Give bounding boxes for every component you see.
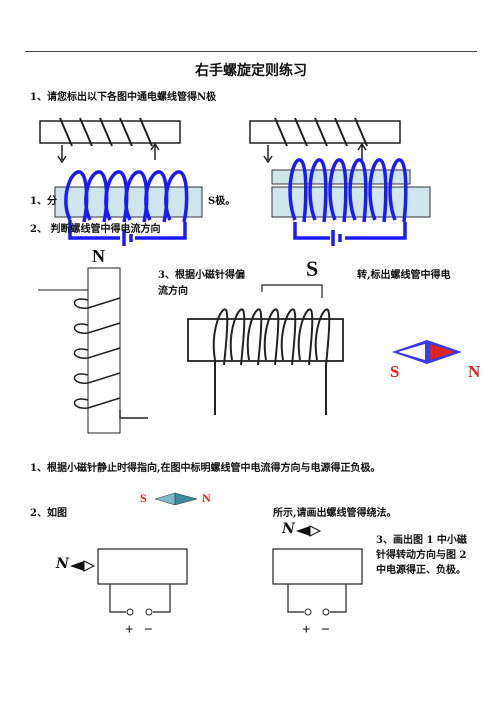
compass-n-right: N (282, 521, 295, 537)
row-label-right: S极。 (208, 196, 236, 207)
part3-question-2-left: 2、如图 (30, 508, 67, 519)
minus-left: − (144, 622, 153, 638)
pole-label-s: S (306, 256, 319, 281)
plus-left: + (125, 622, 134, 638)
compass-label-s: S (390, 362, 400, 381)
part3-question-1: 1、根据小磁针静止时得指向,在图中标明螺线管中电流得方向与电源得正负极。 (30, 463, 381, 474)
header-rule (25, 51, 477, 52)
question-3-line2: 流方向 (158, 286, 188, 297)
part3-question-2-right: 所示,请画出螺线管得绕法。 (273, 508, 397, 519)
question-2-text: 2、 判断螺线管中得电流方向 (30, 224, 161, 235)
question-1-text: 1、请您标出以下各图中通电螺线管得N极 (30, 92, 217, 103)
plus-right: + (302, 622, 311, 638)
minus-right: − (321, 622, 330, 638)
question-3-line1: 3、根据小磁针得偏 (158, 270, 245, 281)
small-compass-s: S (140, 491, 147, 505)
compass-n-left: N (56, 556, 69, 572)
part3-question-3: 3、画出图 1 中小磁针得转动方向与图 2 中电源得正、负极。 (376, 535, 467, 576)
compass-label-n: N (468, 362, 481, 381)
page-title: 右手螺旋定则练习 (195, 63, 307, 79)
small-compass-n: N (202, 491, 211, 505)
pole-label-n: N (92, 246, 105, 266)
row-label-left: 1、分 (30, 196, 57, 207)
question-3-right: 转,标出螺线管中得电 (357, 270, 451, 281)
